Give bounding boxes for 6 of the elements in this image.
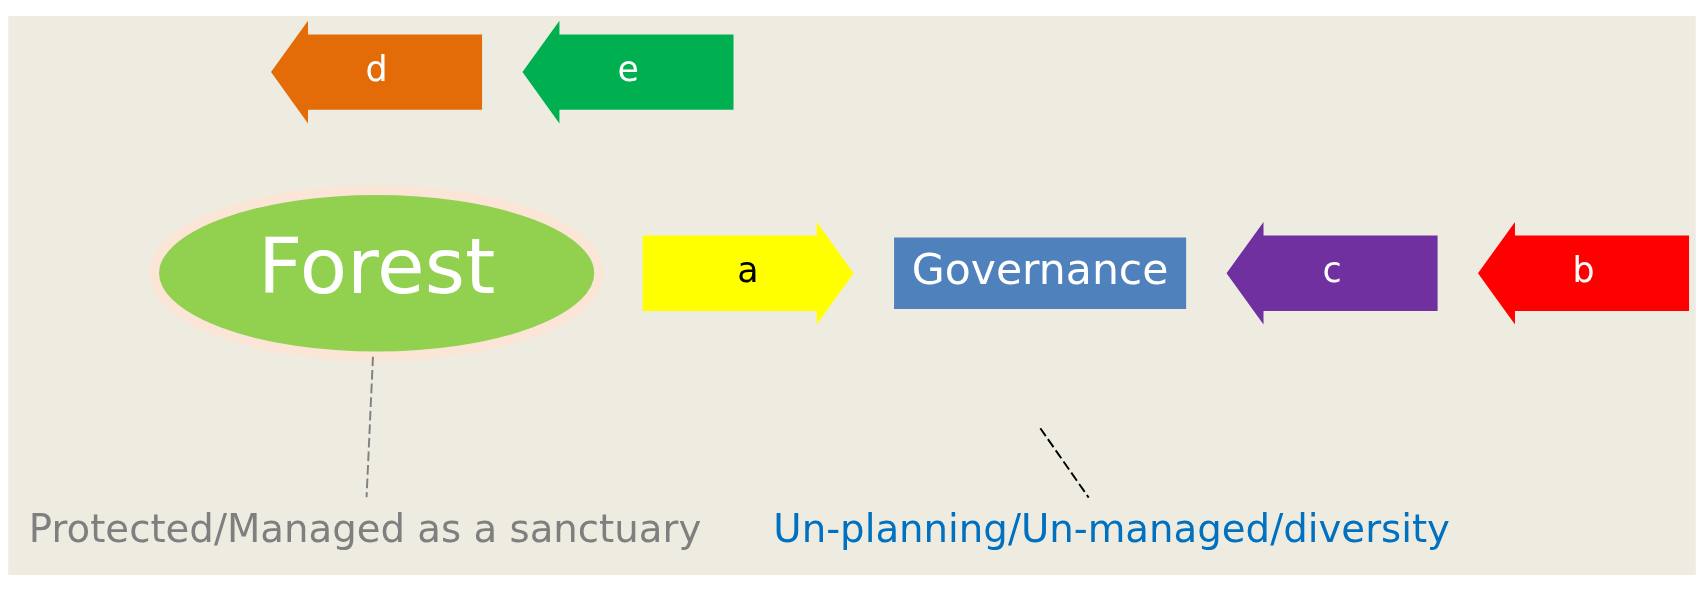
connector	[365, 355, 374, 499]
node-box: Governance	[894, 237, 1187, 310]
node-text: Un-planning/Un-managed/diversity	[773, 506, 1451, 552]
node-ellipse: Forest	[149, 185, 604, 362]
node-text: Protected/Managed as a sanctuary	[28, 506, 702, 552]
connector	[1039, 427, 1090, 499]
